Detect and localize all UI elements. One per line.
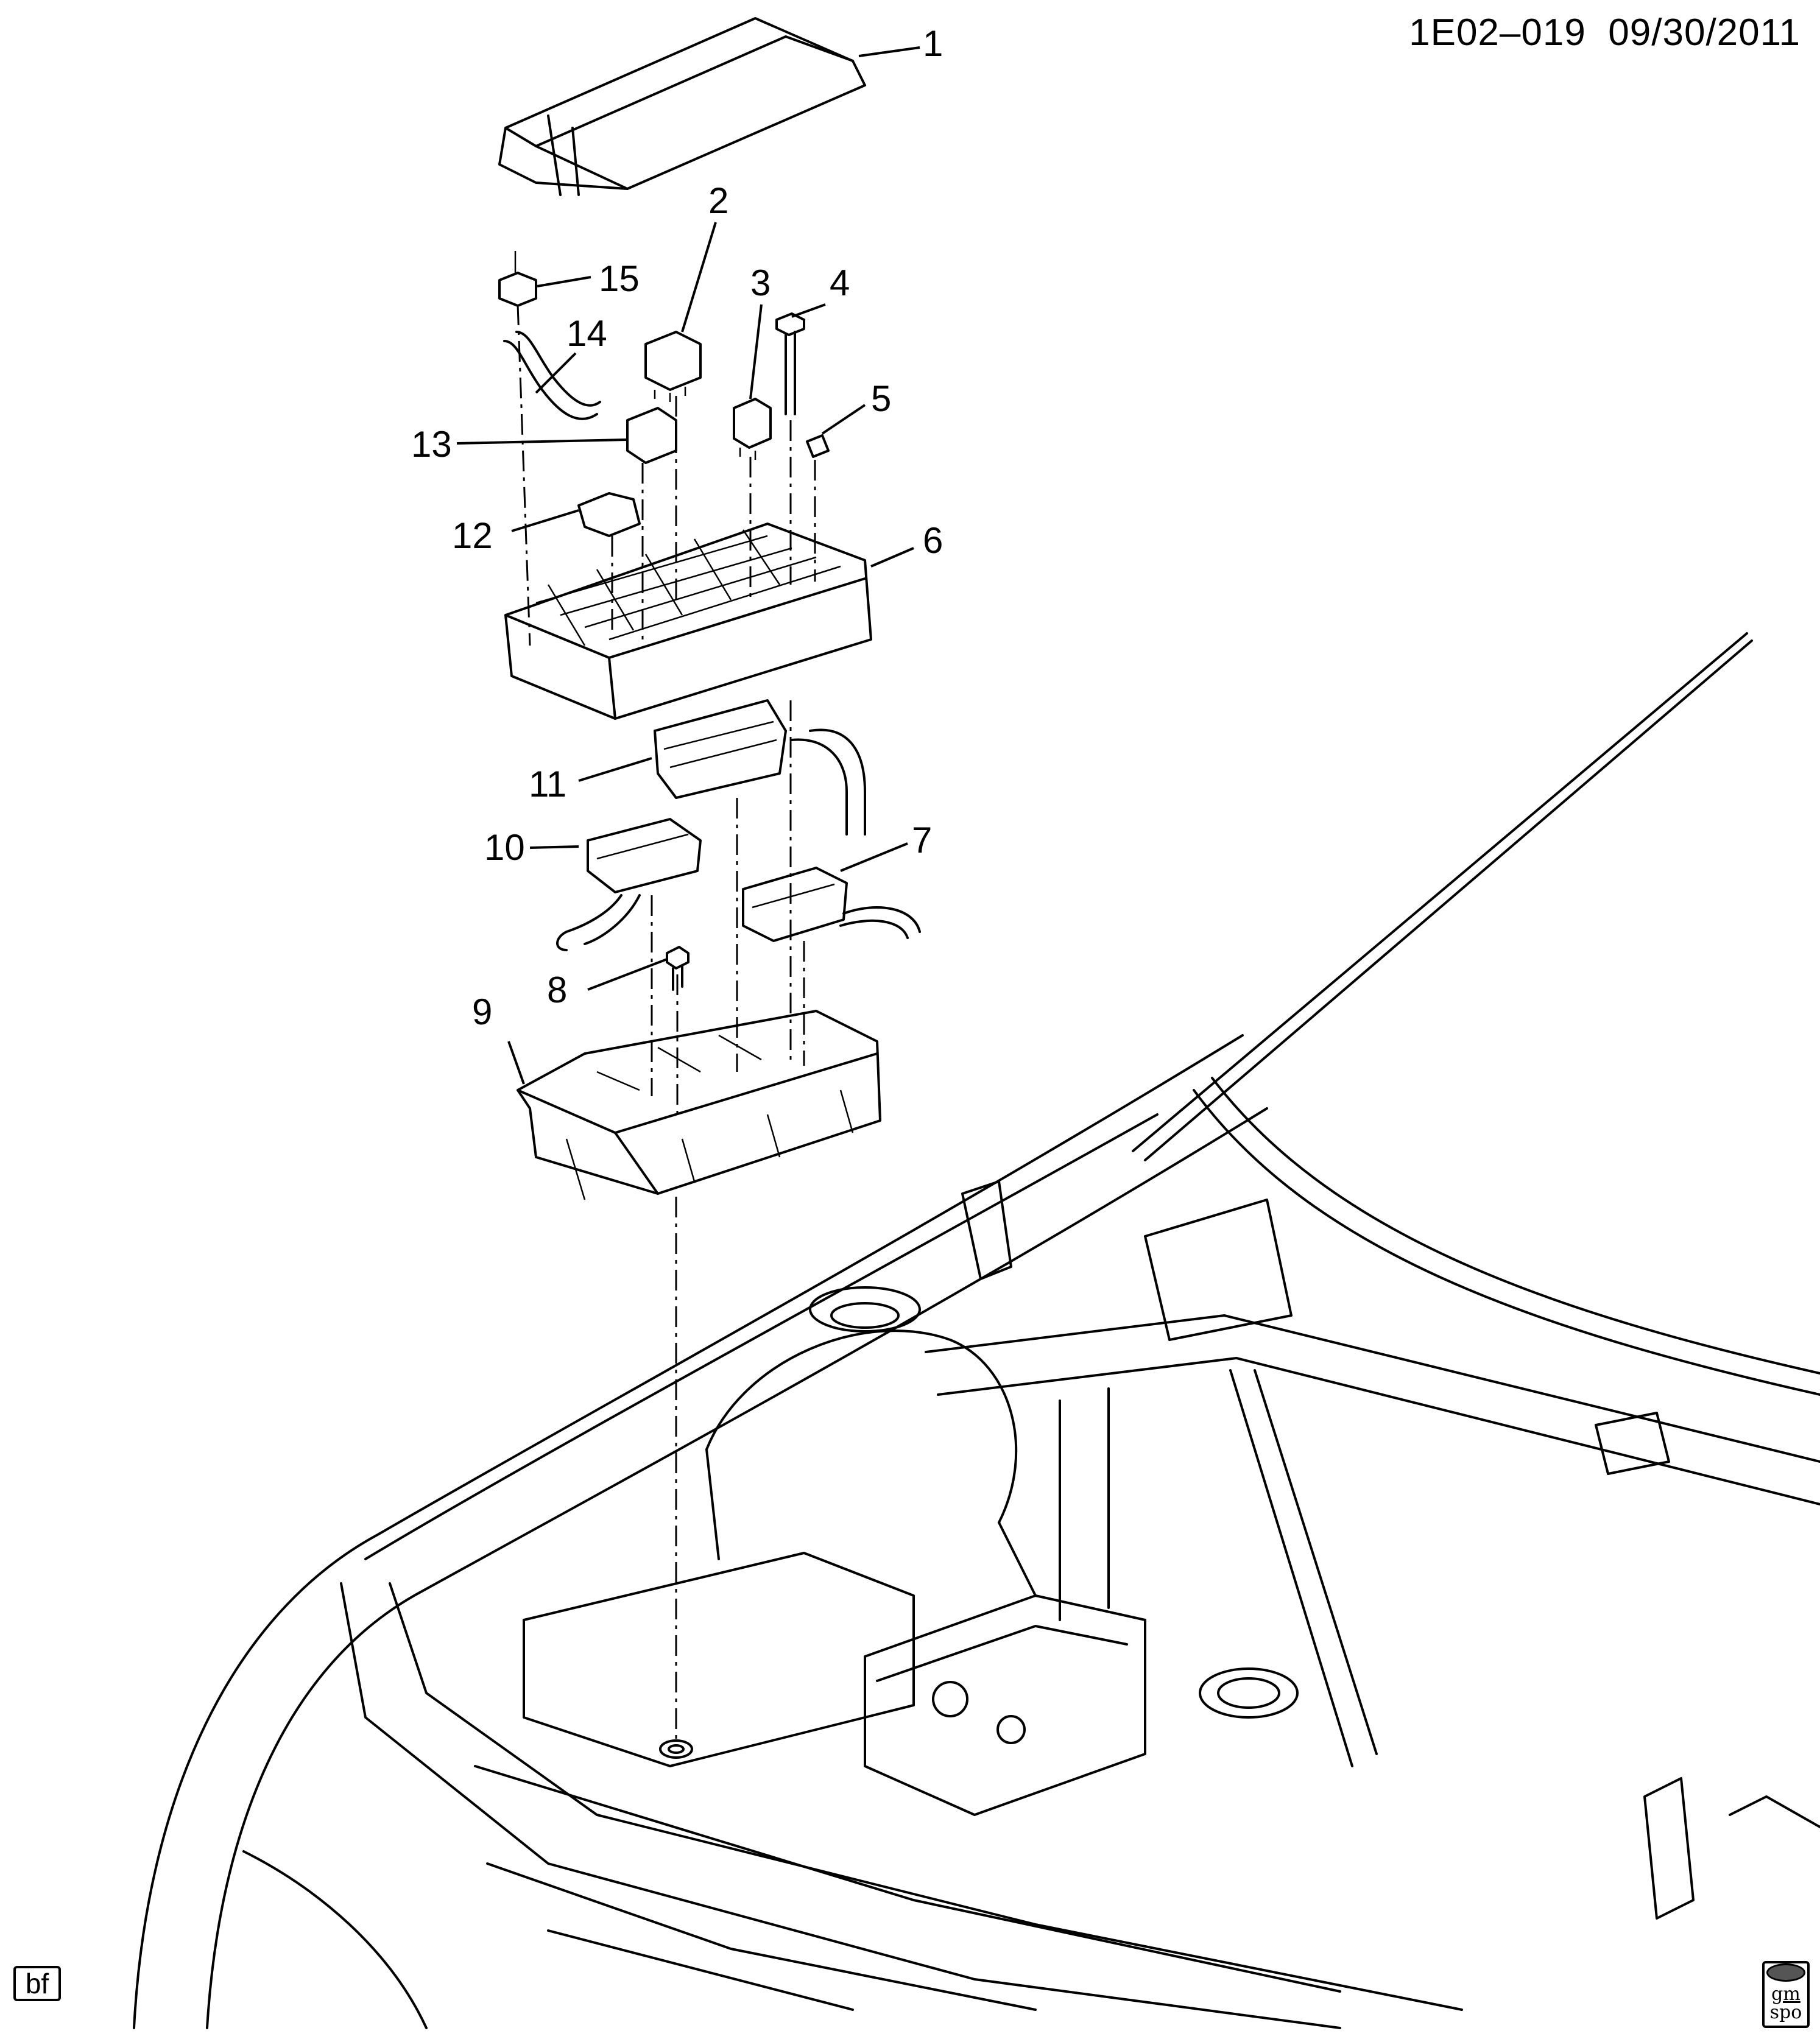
connector-small [742,867,921,942]
fuse-block [504,523,872,720]
diagram-header: 1E02–019 09/30/2011 [1409,11,1801,54]
callout-4: 4 [830,262,850,303]
leader-lines [456,46,920,1085]
callout-8: 8 [547,970,568,1010]
callout-13: 13 [411,424,452,465]
spo-text: spo [1769,2002,1802,2023]
callout-1: 1 [923,23,944,64]
callout-9: 9 [472,991,493,1032]
gm-spo-logo: gm spo [1762,1961,1810,2028]
gm-text: gm [1771,1984,1801,2005]
callout-7: 7 [912,820,933,861]
connector-medium [556,818,702,951]
callout-10: 10 [484,827,525,868]
callout-3: 3 [750,262,771,303]
mini-fuse [806,434,830,458]
bolt-long [775,312,805,415]
callout-5: 5 [871,378,892,419]
lower-housing [517,1010,881,1200]
callout-2: 2 [708,180,729,221]
globe-icon [1766,1963,1805,1982]
maxi-fuse [626,407,677,464]
callout-15: 15 [599,258,640,299]
relay-small [733,398,772,460]
diagram-code: 1E02–019 [1409,12,1586,54]
connector-large [654,699,866,836]
callout-12: 12 [452,515,493,556]
assembly-centerlines [517,304,816,1742]
callout-11: 11 [529,764,567,804]
relay-large [644,331,702,402]
fuse-box-cover [498,17,866,196]
nut [498,251,537,307]
callout-14: 14 [566,313,607,354]
vehicle-engine-bay [133,632,1820,2029]
diagram-date: 09/30/2011 [1608,12,1801,54]
battery-cable [503,331,601,420]
bf-badge: bf [13,1966,61,2001]
bolt-short [666,946,690,991]
connector-clip [577,492,641,537]
callout-6: 6 [923,520,944,561]
